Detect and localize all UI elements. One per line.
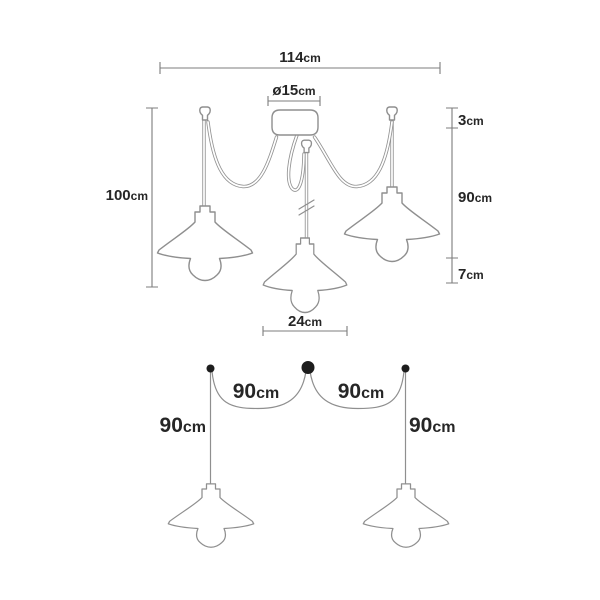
dim-line-overall-height [146,107,158,288]
span-arc-right [309,370,405,410]
dim-line-right-stack [446,107,458,284]
anchor-dot-left [206,364,215,373]
cable-grip [300,139,313,154]
hanging-layout-diagram: 90cm 90cm 90cm 90cm [160,361,455,548]
lamp-shade-bottom-left [167,483,255,548]
lamp-shade-left [156,205,254,282]
label-left-drop: 90cm [160,414,206,437]
anchor-dot-right [401,364,410,373]
cables [202,116,394,244]
ceiling-hook-left [199,106,211,121]
dimension-lines [146,62,458,336]
label-canopy-drop: 3cm [458,112,484,129]
label-right-drop: 90cm [409,414,455,437]
cable-right-swag-inner [313,121,393,188]
label-cable-length: 90cm [458,189,492,206]
cable-break-mark [298,199,315,216]
span-arc-left [211,370,307,410]
cable-left-swag-inner [207,121,278,188]
label-right-span: 90cm [338,380,384,403]
label-canopy-diameter: ø15cm [272,82,315,99]
lamp-shade-bottom-right [362,483,450,548]
anchor-dot-center [301,361,315,374]
lamp-shade-right [343,186,441,263]
dim-line-overall-width [159,62,441,74]
label-shade-height: 7cm [458,266,484,283]
label-overall-height: 100cm [106,187,148,204]
label-overall-width: 114cm [279,49,321,66]
label-left-span: 90cm [233,380,279,403]
dim-line-shade-diameter [262,326,348,336]
dim-line-canopy-diameter [267,96,321,106]
label-shade-diameter: 24cm [288,313,322,330]
cable-right-swag [312,120,394,189]
lamp-shade-center [262,237,348,314]
cable-center-loop-inner [287,134,305,191]
ceiling-canopy [271,109,319,136]
ceiling-hook-right [386,106,398,121]
front-view-diagram: 114cm ø15cm 100cm 3cm 90cm 7cm 24cm [106,49,492,336]
cable-left-swag [206,120,279,189]
